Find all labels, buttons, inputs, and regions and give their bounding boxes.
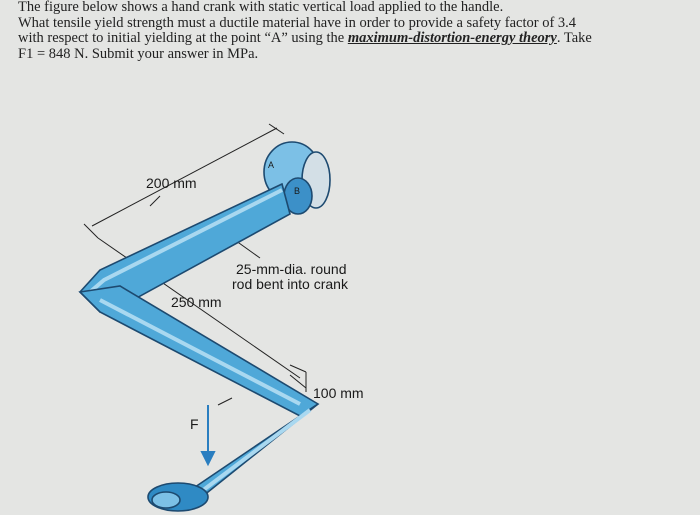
force-label: F <box>190 416 199 432</box>
problem-line-1: The figure below shows a hand crank with… <box>18 0 504 15</box>
force-arrow <box>200 405 216 467</box>
theory-name: maximum-distortion-energy theory <box>347 30 557 46</box>
dimension-200mm: 200 mm <box>146 175 197 191</box>
problem-line-2: What tensile yield strength must a ducti… <box>18 14 577 31</box>
problem-line-3: with respect to initial yielding at the … <box>18 30 690 47</box>
problem-statement: The figure below shows a hand crank with… <box>18 0 690 62</box>
crank-rod <box>78 141 331 512</box>
point-a-label: A <box>268 160 274 170</box>
problem-line-4: F1 = 848 N. Submit your answer in MPa. <box>18 45 259 62</box>
point-b-label: B <box>294 186 300 196</box>
problem-line-3-end: . Take <box>556 30 592 46</box>
problem-line-3-text: with respect to initial yielding at the … <box>18 30 348 46</box>
dimension-lines <box>83 123 307 406</box>
dimension-100mm: 100 mm <box>313 385 364 401</box>
rod-note-line-1: 25-mm-dia. round <box>236 261 347 277</box>
dimension-250mm: 250 mm <box>171 294 222 310</box>
rod-note-line-2: rod bent into crank <box>232 276 349 292</box>
